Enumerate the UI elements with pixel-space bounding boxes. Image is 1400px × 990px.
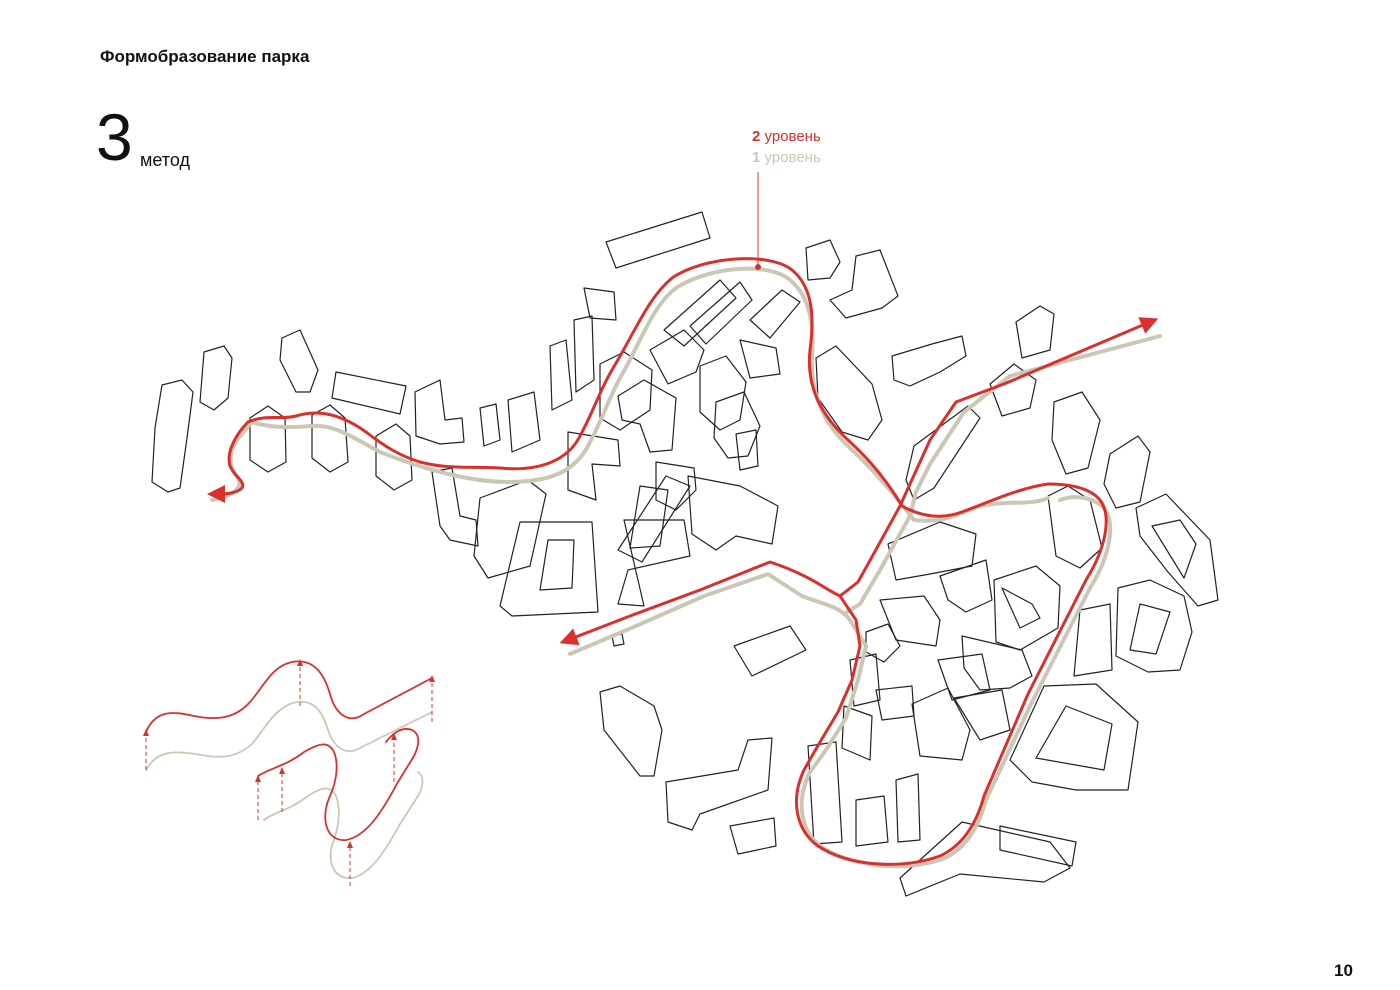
- building: [891, 335, 967, 387]
- building: [599, 685, 663, 777]
- building: [279, 329, 319, 393]
- building: [887, 521, 977, 581]
- building: [815, 345, 883, 441]
- building: [1009, 683, 1139, 791]
- level-2-path: [207, 257, 1159, 866]
- legend-level-1: 1 уровень: [752, 149, 821, 166]
- building: [939, 559, 993, 613]
- building: [865, 623, 901, 663]
- building: [655, 461, 697, 511]
- building: [1151, 519, 1197, 579]
- building-footprints: [151, 211, 1219, 897]
- building: [375, 423, 413, 491]
- building: [199, 345, 233, 411]
- building: [699, 355, 747, 431]
- building: [895, 773, 921, 843]
- page-number: 10: [1334, 961, 1353, 980]
- building: [605, 211, 711, 269]
- building: [953, 689, 1011, 741]
- building: [567, 431, 621, 501]
- building: [617, 519, 691, 607]
- building: [735, 429, 759, 471]
- building: [507, 391, 541, 453]
- building: [617, 379, 677, 453]
- legend-leader: [755, 172, 761, 270]
- building: [905, 405, 981, 501]
- building: [961, 635, 1033, 691]
- building: [899, 821, 1071, 897]
- building: [1015, 305, 1055, 359]
- building: [331, 371, 407, 415]
- building: [911, 687, 971, 761]
- building: [879, 595, 941, 647]
- level-1-path: [210, 266, 1162, 869]
- building: [573, 315, 595, 393]
- building: [807, 741, 843, 845]
- building: [855, 795, 889, 847]
- building: [739, 339, 781, 379]
- building: [1001, 587, 1041, 629]
- building: [663, 279, 737, 347]
- page-title: Формобразование парка: [100, 47, 310, 66]
- building: [311, 404, 349, 473]
- building: [665, 737, 773, 831]
- building: [829, 249, 899, 319]
- building: [713, 391, 761, 459]
- building: [414, 379, 465, 445]
- building: [499, 521, 599, 617]
- building: [937, 653, 991, 701]
- building: [629, 485, 669, 549]
- level-legend: 2 уровень 1 уровень: [752, 126, 821, 168]
- building: [479, 403, 501, 447]
- building: [733, 625, 807, 677]
- building: [989, 363, 1037, 417]
- building: [249, 405, 287, 473]
- method-label: метод: [140, 150, 190, 170]
- building: [729, 817, 777, 855]
- building: [875, 685, 915, 721]
- building: [583, 287, 617, 321]
- building: [1135, 493, 1219, 607]
- level-scheme-diagram: [143, 659, 435, 886]
- building: [687, 475, 779, 551]
- building: [617, 475, 691, 563]
- building: [549, 339, 573, 411]
- method-number: 3: [96, 100, 133, 174]
- building: [993, 565, 1061, 651]
- building: [841, 705, 873, 761]
- legend-level-2: 2 уровень: [752, 128, 821, 145]
- building: [849, 653, 881, 707]
- building: [805, 239, 841, 281]
- building: [689, 281, 753, 345]
- building: [1051, 391, 1101, 475]
- building: [649, 329, 705, 385]
- building: [151, 379, 194, 493]
- building: [749, 289, 801, 339]
- building: [1103, 435, 1151, 509]
- building: [1073, 603, 1113, 677]
- building: [1115, 579, 1193, 673]
- building: [999, 825, 1077, 867]
